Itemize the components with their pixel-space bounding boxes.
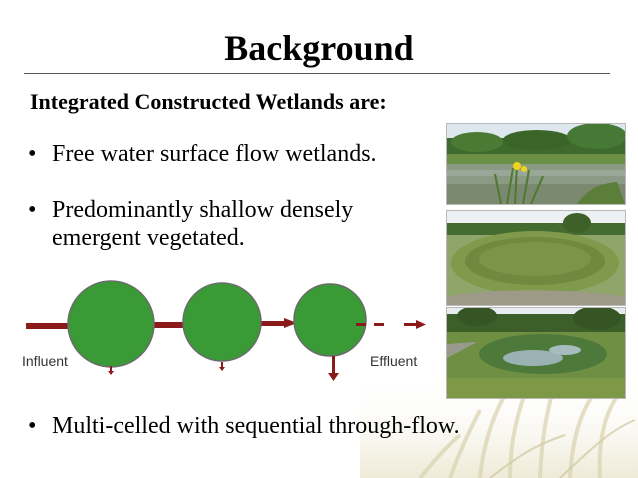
effluent-label: Effluent	[370, 353, 417, 369]
wetland-cells-flow-diagram: Influent Effluent	[22, 280, 426, 381]
bullet-text: Predominantly shallow densely emergent v…	[52, 197, 354, 251]
slide-subtitle: Integrated Constructed Wetlands are:	[30, 89, 387, 114]
bullet-dot: •	[28, 413, 37, 439]
effluent-dashed-arrow	[356, 320, 426, 329]
wetland-pond-with-iris-photo	[446, 123, 626, 205]
bullet-text: Multi-celled with sequential through-flo…	[52, 413, 460, 439]
bullet-dot: •	[28, 197, 37, 223]
cell-connector-arrow	[240, 318, 297, 328]
seepage-arrows	[108, 356, 339, 381]
bullet-dot: •	[28, 141, 37, 167]
slide-title: Background	[224, 28, 414, 68]
photo-image	[447, 124, 625, 204]
wetland-cells	[67, 280, 367, 368]
wetland-cell	[293, 283, 367, 357]
title-divider	[24, 73, 610, 74]
photo-image	[447, 211, 625, 305]
photo-image	[447, 308, 625, 398]
influent-label: Influent	[22, 353, 68, 369]
bullet-text: Free water surface flow wetlands.	[52, 141, 377, 167]
wetland-cell	[182, 282, 262, 362]
wetland-cell	[67, 280, 155, 368]
vegetated-wetland-pond-photo	[446, 307, 626, 399]
oval-wetland-cell-photo	[446, 210, 626, 306]
